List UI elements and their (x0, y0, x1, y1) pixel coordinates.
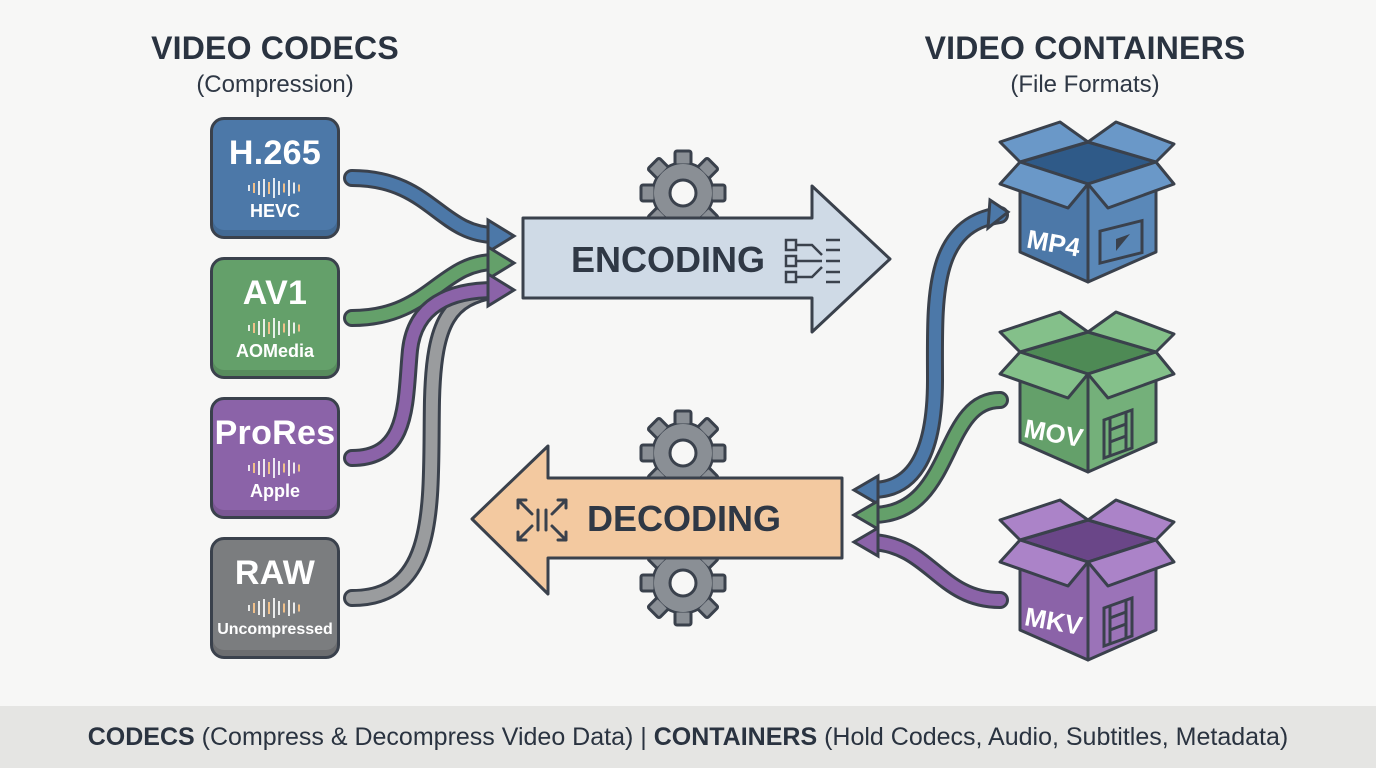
decoding-arrow (470, 444, 844, 596)
waveform-bar (268, 182, 270, 194)
waveform-bar (258, 321, 260, 335)
waveform-bar (253, 323, 255, 333)
codec-card-prores: ProRes Apple (210, 397, 340, 519)
waveform-bar (253, 183, 255, 193)
waveform-bar (278, 321, 280, 335)
waveform-bar (298, 324, 300, 332)
waveform-bar (283, 463, 285, 473)
film-icon (1102, 595, 1134, 649)
waveform-bar (283, 603, 285, 613)
waveform-bar (298, 184, 300, 192)
waveform-bar (293, 182, 295, 194)
waveform-bar (268, 322, 270, 334)
waveform-icon (248, 458, 300, 478)
codecs-title: VIDEO CODECS (151, 30, 399, 66)
codec-card-raw: RAW Uncompressed (210, 537, 340, 659)
waveform-bar (288, 320, 290, 336)
waveform-bar (263, 179, 265, 197)
codec-name: H.265 (228, 134, 322, 172)
waveform-icon (248, 318, 300, 338)
waveform-bar (258, 601, 260, 615)
waveform-bar (248, 325, 250, 331)
codec-card-av1: AV1 AOMedia (210, 257, 340, 379)
waveform-bar (268, 602, 270, 614)
decoding-label: DECODING (587, 498, 781, 539)
waveform-bar (283, 183, 285, 193)
waveform-bar (288, 180, 290, 196)
waveform-bar (293, 462, 295, 474)
codec-name: ProRes (214, 414, 336, 452)
waveform-bar (283, 323, 285, 333)
waveform-icon (248, 178, 300, 198)
waveform-bar (263, 599, 265, 617)
waveform-bar (278, 601, 280, 615)
waveform-bar (273, 458, 275, 478)
waveform-bar (278, 461, 280, 475)
codec-card-h265: H.265 HEVC (210, 117, 340, 239)
codec-sub: Apple (249, 481, 300, 501)
encoding-arrow (521, 184, 892, 334)
waveform-bar (273, 318, 275, 338)
mov-box-icon (998, 310, 1176, 474)
footer-codecs-desc: (Compress & Decompress Video Data) | (194, 722, 654, 751)
waveform-bar (298, 464, 300, 472)
waveform-bar (248, 185, 250, 191)
video-icon (1098, 218, 1144, 265)
waveform-bar (258, 461, 260, 475)
waveform-bar (288, 460, 290, 476)
waveform-bar (248, 605, 250, 611)
waveform-bar (263, 459, 265, 477)
mkv-box-icon (998, 498, 1176, 662)
codec-sub: HEVC (249, 201, 300, 221)
waveform-bar (298, 604, 300, 612)
flow-diagram: ENCODING DECODING MP4 MOV MKV (343, 120, 1176, 662)
waveform-bar (293, 322, 295, 334)
expand-icon (516, 498, 568, 542)
footer-caption: CODECS (Compress & Decompress Video Data… (0, 706, 1376, 768)
codecs-heading: VIDEO CODECS (Compression) (80, 30, 470, 99)
circuit-icon (784, 238, 840, 284)
codec-sub: AOMedia (235, 341, 314, 361)
waveform-bar (288, 600, 290, 616)
footer-codecs-label: CODECS (87, 722, 195, 751)
codec-name: RAW (234, 554, 316, 592)
containers-subtitle: (File Formats) (1010, 71, 1160, 98)
codec-name: AV1 (242, 274, 308, 312)
waveform-bar (253, 463, 255, 473)
film-icon (1102, 407, 1134, 461)
encoding-label: ENCODING (571, 239, 765, 280)
footer-containers-label: CONTAINERS (653, 722, 818, 751)
waveform-bar (268, 462, 270, 474)
waveform-bar (253, 603, 255, 613)
waveform-bar (273, 178, 275, 198)
containers-title: VIDEO CONTAINERS (924, 30, 1246, 66)
waveform-bar (248, 465, 250, 471)
waveform-bar (273, 598, 275, 618)
waveform-icon (248, 598, 300, 618)
codec-sub: Uncompressed (217, 621, 333, 638)
containers-heading: VIDEO CONTAINERS (File Formats) (900, 30, 1270, 99)
codecs-subtitle: (Compression) (196, 71, 354, 98)
waveform-bar (263, 319, 265, 337)
waveform-bar (258, 181, 260, 195)
waveform-bar (278, 181, 280, 195)
mp4-box-icon (998, 120, 1176, 284)
waveform-bar (293, 602, 295, 614)
footer-containers-desc: (Hold Codecs, Audio, Subtitles, Metadata… (817, 722, 1289, 751)
